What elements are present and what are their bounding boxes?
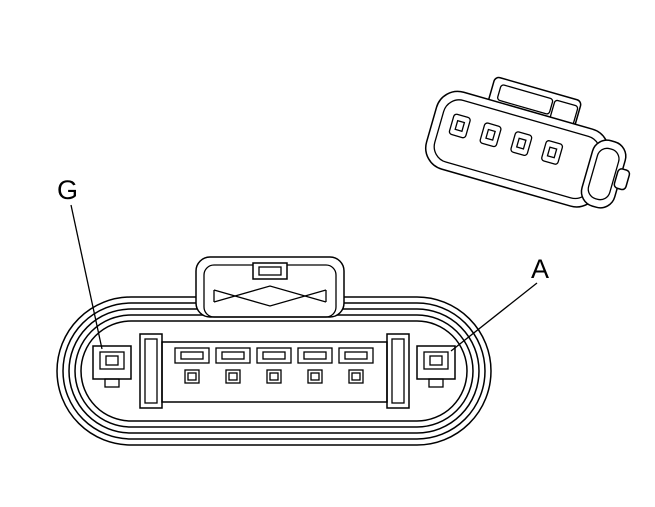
face-slot-2-pin (485, 128, 496, 141)
seal-ring-4 (74, 314, 474, 428)
lock-tab-slot (252, 262, 288, 280)
terminal-a-keyway (428, 378, 444, 388)
face-terminal-slots (448, 113, 564, 165)
face-slot-3-pin (515, 137, 527, 150)
terminal-cavity-g (92, 345, 132, 388)
face-slot-3 (510, 131, 533, 156)
face-slot-4-pin (546, 146, 558, 159)
lock-tab-chevron-lower (213, 289, 327, 307)
terminal-g-outline (92, 345, 132, 380)
terminal-3-keyway-inner (228, 372, 238, 381)
housing-face-outline (80, 320, 468, 422)
terminal-cavity-5 (297, 347, 333, 384)
terminal-g-label: G (57, 175, 78, 205)
lock-tab-chevron-upper (213, 285, 327, 303)
seal-rings (56, 296, 492, 446)
terminal-g-keyway (104, 378, 120, 388)
terminal-row (92, 333, 456, 409)
terminal-5-outline (297, 347, 333, 364)
terminal-a-outline (416, 345, 456, 380)
face-slot-2 (479, 122, 502, 148)
callout-g: G (57, 175, 103, 350)
terminal-a-label: A (531, 254, 549, 284)
terminal-cavity-2 (174, 347, 210, 384)
terminal-6-keyway-inner (351, 372, 361, 381)
connector-3d-view (425, 76, 631, 209)
terminal-5-inner (303, 351, 327, 360)
terminal-4-inner (262, 351, 286, 360)
callout-a: A (450, 254, 549, 352)
leader-line-a (450, 282, 538, 352)
terminal-g-pin (105, 355, 119, 366)
face-slot-1-pin (454, 119, 466, 133)
terminal-5-keyway-inner (310, 372, 320, 381)
leader-line-g (70, 204, 103, 350)
face-slot-4 (541, 140, 564, 165)
lock-tab (195, 256, 345, 318)
terminal-2-inner (180, 351, 204, 360)
terminal-2-outline (174, 347, 210, 364)
terminal-4-outline (256, 347, 292, 364)
divider-bar-right (386, 333, 410, 409)
connector-front-view (56, 256, 492, 446)
terminal-cavity-4 (256, 347, 292, 384)
wire-seal-nub (613, 168, 631, 191)
terminal-g-inner (99, 351, 125, 370)
terminal-6-inner (344, 351, 368, 360)
terminal-2-keyway (184, 369, 200, 384)
terminal-3-outline (215, 347, 251, 364)
terminal-a-pin (429, 355, 443, 366)
terminal-3-keyway (225, 369, 241, 384)
divider-bar-left-inner (144, 338, 158, 404)
terminal-channel (161, 341, 388, 403)
terminal-4-keyway-inner (269, 372, 279, 381)
seal-ring-2 (62, 302, 486, 440)
face-slot-1 (448, 113, 471, 139)
seal-ring-1 (56, 296, 492, 446)
terminal-6-outline (338, 347, 374, 364)
terminal-cavity-3 (215, 347, 251, 384)
terminal-6-keyway (348, 369, 364, 384)
terminal-a-inner (423, 351, 449, 370)
terminal-3-inner (221, 351, 245, 360)
divider-bar-left (139, 333, 163, 409)
terminal-4-keyway (266, 369, 282, 384)
terminal-cavity-6 (338, 347, 374, 384)
terminal-2-keyway-inner (187, 372, 197, 381)
lock-tab-slot-inner (258, 266, 282, 276)
lock-lever-inner (497, 84, 554, 115)
terminal-5-keyway (307, 369, 323, 384)
terminal-cavity-a (416, 345, 456, 388)
divider-bar-right-inner (391, 338, 405, 404)
wire-seal-cap-inner (587, 147, 620, 201)
